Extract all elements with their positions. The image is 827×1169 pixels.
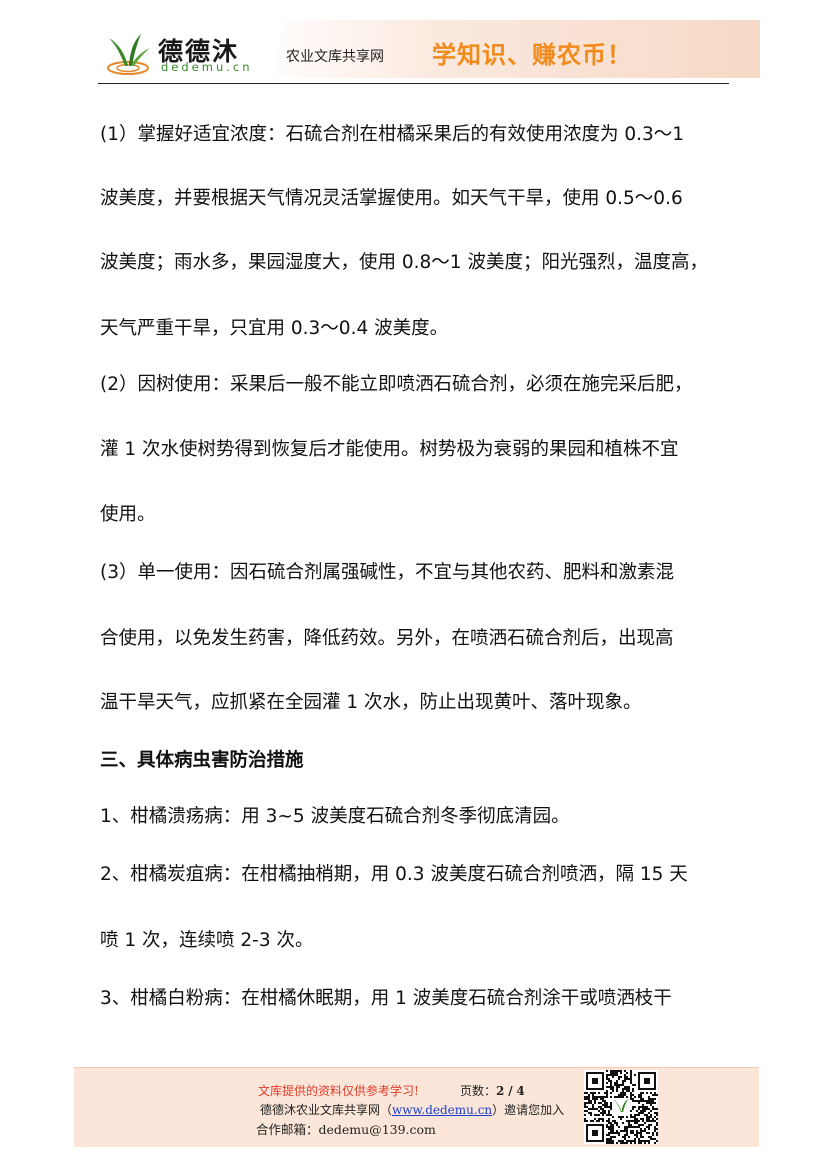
qr-code-icon bbox=[584, 1070, 658, 1144]
paragraph-line: (3）单一使用：因石硫合剂属强碱性，不宜与其他农药、肥料和激素混 bbox=[100, 562, 674, 583]
list-item: 2、柑橘炭疽病：在柑橘抽梢期，用 0.3 波美度石硫合剂喷洒，隔 15 天 bbox=[100, 864, 688, 885]
footer-invite: 德德沐农业文库共享网（www.dedemu.cn）邀请您加入 bbox=[260, 1101, 564, 1118]
invite-prefix: 德德沐农业文库共享网（ bbox=[260, 1103, 393, 1117]
paragraph-line: 灌 1 次水使树势得到恢复后才能使用。树势极为衰弱的果园和植株不宜 bbox=[100, 439, 679, 460]
paragraph-line: 波美度，并要根据天气情况灵活掌握使用。如天气干旱，使用 0.5～0.6 bbox=[100, 188, 683, 209]
header-divider bbox=[98, 83, 729, 84]
section-heading: 三、具体病虫害防治措施 bbox=[100, 750, 304, 771]
paragraph-line: 天气严重干旱，只宜用 0.3～0.4 波美度。 bbox=[100, 318, 449, 339]
page-footer: 文库提供的资料仅供参考学习! 页数：2 / 4 德德沐农业文库共享网（www.d… bbox=[74, 1067, 759, 1147]
logo-domain: dedemu.cn bbox=[161, 60, 253, 74]
logo-icon bbox=[107, 34, 150, 75]
header-banner bbox=[258, 20, 760, 78]
page-label: 页数： bbox=[460, 1084, 497, 1098]
paragraph-line: (1）掌握好适宜浓度：石硫合剂在柑橘采果后的有效使用浓度为 0.3～1 bbox=[100, 124, 685, 145]
invite-suffix: ）邀请您加入 bbox=[492, 1103, 565, 1117]
site-link[interactable]: www.dedemu.cn bbox=[392, 1103, 493, 1117]
list-item: 1、柑橘溃疡病：用 3~5 波美度石硫合剂冬季彻底清园。 bbox=[100, 806, 570, 827]
footer-email: 合作邮箱：dedemu@139.com bbox=[256, 1122, 436, 1137]
page-separator: / bbox=[508, 1084, 513, 1098]
paragraph-line: 合使用，以免发生药害，降低药效。另外，在喷洒石硫合剂后，出现高 bbox=[100, 628, 674, 649]
list-item-continuation: 喷 1 次，连续喷 2-3 次。 bbox=[100, 930, 314, 951]
paragraph-line: 温干旱天气，应抓紧在全园灌 1 次水，防止出现黄叶、落叶现象。 bbox=[100, 692, 642, 713]
page-total: 4 bbox=[516, 1084, 525, 1098]
page-header: 德德沐 dedemu.cn 农业文库共享网 学知识、赚农币！ bbox=[0, 0, 827, 90]
paragraph-line: 波美度；雨水多，果园湿度大，使用 0.8～1 波美度；阳光强烈，温度高， bbox=[100, 252, 708, 273]
site-name: 农业文库共享网 bbox=[286, 49, 384, 65]
footer-notice: 文库提供的资料仅供参考学习! bbox=[258, 1084, 419, 1098]
paragraph-line: (2）因树使用：采果后一般不能立即喷洒石硫合剂，必须在施完采后肥， bbox=[100, 374, 693, 395]
list-item: 3、柑橘白粉病：在柑橘休眠期，用 1 波美度石硫合剂涂干或喷洒枝干 bbox=[100, 988, 672, 1009]
logo-name: 德德沐 bbox=[158, 37, 240, 66]
page-current: 2 bbox=[496, 1084, 505, 1098]
header-slogan: 学知识、赚农币！ bbox=[432, 40, 632, 69]
paragraph-line: 使用。 bbox=[100, 504, 156, 525]
page-counter: 页数：2 / 4 bbox=[460, 1082, 525, 1099]
